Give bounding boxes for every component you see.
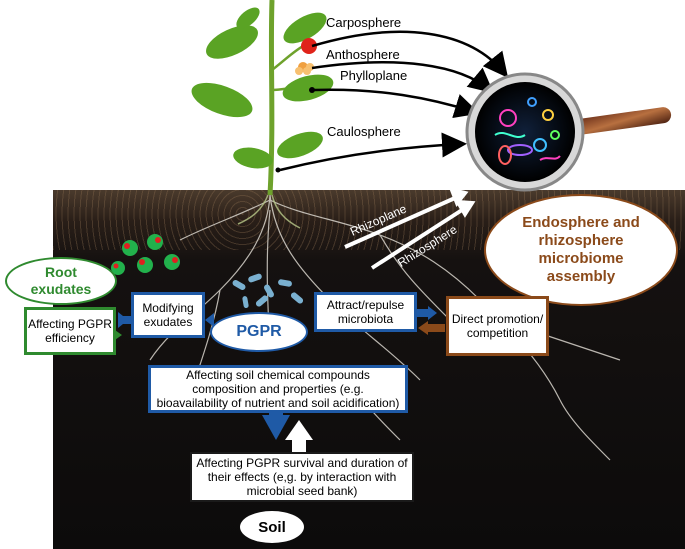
- pgpr-label: PGPR: [236, 323, 282, 340]
- root-exudates-oval: Root exudates: [5, 257, 117, 305]
- plant-to-lens-arrows: [279, 30, 509, 172]
- label-phylloplane: Phylloplane: [340, 68, 408, 83]
- pgpr-oval: PGPR: [210, 312, 308, 352]
- root-exudates-label: Root exudates: [30, 264, 92, 297]
- rhizo-arrows: [344, 187, 476, 270]
- magnifier-icon: [465, 72, 672, 192]
- flow-arrows: [112, 306, 445, 452]
- label-caulosphere: Caulosphere: [327, 124, 401, 139]
- box-pgpr-survival: Affecting PGPR survival and duration of …: [190, 452, 414, 502]
- box-affecting-pgpr-efficiency: Affecting PGPR efficiency: [24, 307, 116, 355]
- anthosphere-flower: [295, 62, 314, 75]
- pgpr-bacteria: [232, 273, 304, 309]
- endosphere-title: Endosphere and rhizosphere microbiome as…: [522, 214, 640, 285]
- plant-leaves: [191, 7, 334, 169]
- box-soil-chemical: Affecting soil chemical compounds compos…: [148, 365, 408, 413]
- soil-label: Soil: [258, 518, 286, 536]
- label-carposphere: Carposphere: [326, 15, 402, 30]
- label-anthosphere: Anthosphere: [326, 47, 400, 62]
- box-modifying-exudates: Modifying exudates: [131, 292, 205, 338]
- box-attract-repulse: Attract/repulse microbiota: [314, 292, 417, 332]
- box-direct-promotion: Direct promotion/ competition: [446, 296, 549, 356]
- endosphere-oval: Endosphere and rhizosphere microbiome as…: [484, 194, 678, 306]
- soil-oval: Soil: [240, 511, 304, 543]
- carposphere-fruit: [301, 38, 317, 54]
